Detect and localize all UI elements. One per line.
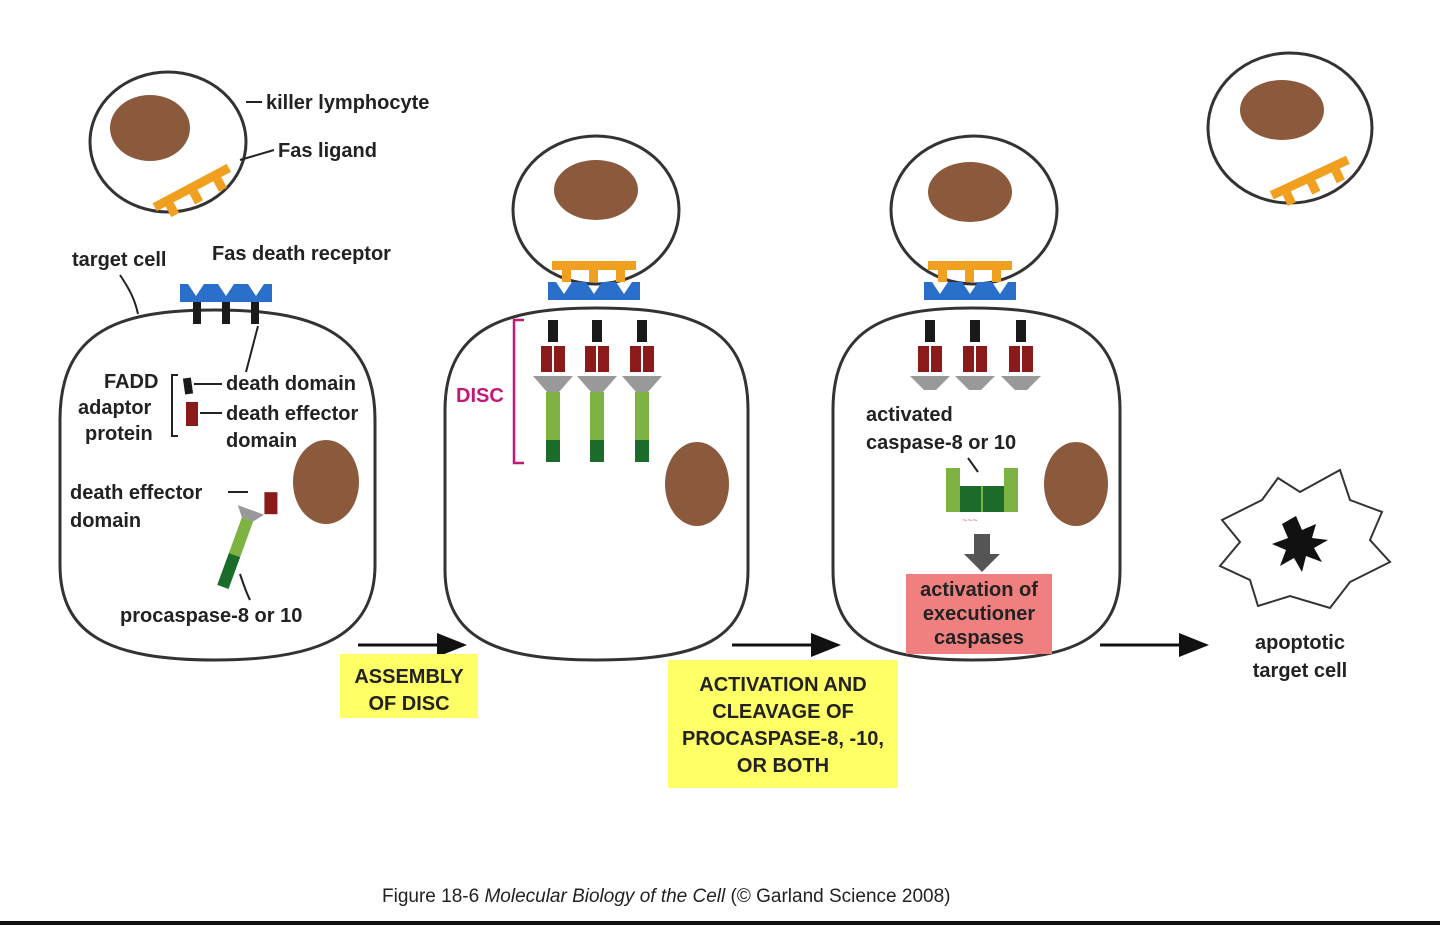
label-disc: DISC [456,385,504,407]
label-executioner: executioner [923,603,1035,625]
disc-remnants [910,320,1041,390]
figure-caption: Figure 18-6 Molecular Biology of the Cel… [382,886,950,907]
disc-complexes [533,320,662,462]
label-death-effector-2b: domain [70,510,141,532]
label-adaptor: adaptor [78,397,152,419]
label-assembly-1: ASSEMBLY [354,666,464,688]
apoptotic-cell [1218,468,1392,610]
label-death-domain: death domain [226,373,356,395]
label-death-effector-2a: death effector [70,482,202,504]
label-activated: activated [866,404,953,426]
cleavage-mark: ~~~ [962,515,978,525]
killer-lymphocyte [88,70,248,222]
executioner-caspase-box [906,574,1052,654]
caption-book: Molecular Biology of the Cell [484,886,726,907]
caption-suffix: (© Garland Science 2008) [725,886,950,907]
label-assembly-2: OF DISC [368,693,449,715]
fas-ligand-2 [552,261,636,282]
fas-ligand-3 [928,261,1012,282]
label-activated-caspase: caspase-8 or 10 [866,432,1016,454]
active-caspase-dimer [946,468,1018,512]
disc-bracket [512,318,524,465]
killer-lymphocyte-3 [889,134,1059,286]
label-fas-death-receptor: Fas death receptor [212,243,391,265]
label-protein: protein [85,423,153,445]
label-activation-1: ACTIVATION AND [699,674,866,696]
bottom-rule [0,921,1440,925]
label-fadd: FADD [104,371,158,393]
panel-4: apoptotic target cell [1206,51,1392,682]
caption-prefix: Figure 18-6 [382,886,484,907]
killer-lymphocyte-4 [1206,51,1374,211]
label-killer-lymphocyte: killer lymphocyte [266,92,429,114]
label-caspases: caspases [934,627,1024,649]
down-arrow [964,534,1000,572]
label-fas-ligand: Fas ligand [278,140,377,162]
panel-1: killer lymphocyte Fas ligand target cell… [58,70,429,662]
label-activation-3: PROCASPASE-8, -10, [682,728,884,750]
panel-2: DISC [443,134,750,662]
label-activation-4: OR BOTH [737,755,829,777]
label-procaspase: procaspase-8 or 10 [120,605,302,627]
target-cell-2 [443,306,750,662]
assembly-box [340,654,478,718]
procaspase-molecule [217,492,278,590]
label-target-cell: target cell [72,249,166,271]
target-cell-1 [58,308,377,662]
label-death-effector-domain-b: domain [226,430,297,452]
target-cell-3 [831,306,1122,662]
label-apoptotic-target-cell: target cell [1253,660,1347,682]
label-apoptotic: apoptotic [1255,632,1345,654]
label-activation-of: activation of [920,579,1038,601]
activation-box [668,660,898,788]
panel-3: activated caspase-8 or 10 ~~~ activation… [831,134,1122,662]
fas-receptor-1 [180,284,272,324]
killer-lymphocyte-2 [511,134,681,286]
label-activation-2: CLEAVAGE OF [712,701,853,723]
label-death-effector-domain-a: death effector [226,403,358,425]
